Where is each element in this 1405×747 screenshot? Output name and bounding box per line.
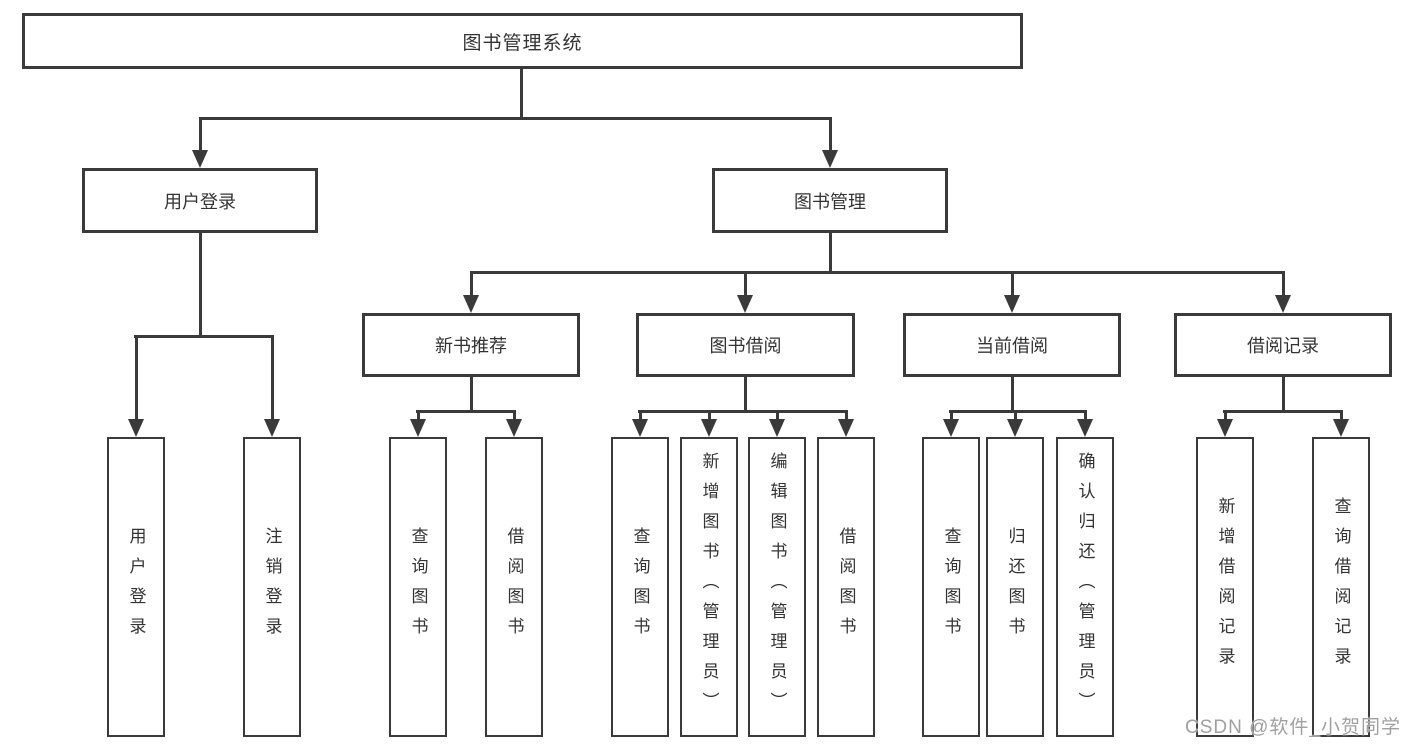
connector-drop-level3 [1282,271,1285,297]
leaf-return-books: 归还图书 [986,437,1044,737]
arrow-down-icon [1217,419,1233,437]
watermark: CSDN @软件_小贺同学 [1185,717,1401,738]
connector-book-mgmt-stem [829,233,832,274]
connector-drop-leaf [845,410,848,420]
connector-level2-branch [199,117,832,120]
arrow-down-icon [632,419,648,437]
leaf-query-books: 查询图书 [389,437,447,737]
arrow-down-icon [838,419,854,437]
connector-drop-user-login [199,117,202,151]
connector-drop-leaf [1340,410,1343,420]
leaf-query-books: 查询图书 [611,437,669,737]
connector-drop-level3 [470,271,473,297]
arrow-down-icon [737,295,753,313]
connector-drop-leaf [1084,410,1087,420]
connector-level3-branch [470,271,1285,274]
connector-drop-book-mgmt [829,117,832,151]
connector-root-stem [520,69,523,117]
connector-borrow-stem [744,377,747,413]
leaf-query-borrow-record: 查询借阅记录 [1312,437,1370,737]
connector-user-login-branch [134,335,274,338]
leaf-add-borrow-record: 新增借阅记录 [1196,437,1254,737]
arrow-down-icon [1077,419,1093,437]
leaf-edit-books-admin: 编辑图书（管理员） [748,437,806,737]
connector-drop-leaf [271,335,274,420]
connector-records-stem [1282,377,1285,413]
arrow-down-icon [506,419,522,437]
connector-current-branch [949,410,1087,413]
connector-current-stem [1011,377,1014,413]
arrow-down-icon [943,419,959,437]
connector-drop-leaf [708,410,711,420]
connector-newbook-branch [416,410,516,413]
arrow-down-icon [1004,295,1020,313]
arrow-down-icon [1333,419,1349,437]
connector-drop-leaf [135,335,138,420]
arrow-down-icon [410,419,426,437]
connector-drop-leaf [1224,410,1227,420]
connector-drop-level3 [744,271,747,297]
connector-records-branch [1223,410,1343,413]
node-book-borrowing: 图书借阅 [636,313,855,377]
connector-drop-leaf [417,410,420,420]
connector-drop-leaf [950,410,953,420]
node-root-library-system: 图书管理系统 [22,13,1023,69]
arrow-down-icon [1007,419,1023,437]
connector-drop-leaf [1014,410,1017,420]
node-current-borrowing: 当前借阅 [903,313,1121,377]
arrow-down-icon [128,419,144,437]
leaf-add-books-admin: 新增图书（管理员） [680,437,738,737]
connector-newbook-stem [470,377,473,413]
arrow-down-icon [264,419,280,437]
connector-drop-leaf [776,410,779,420]
leaf-query-books: 查询图书 [922,437,980,737]
connector-drop-level3 [1011,271,1014,297]
arrow-down-icon [192,150,208,168]
connector-drop-leaf [513,410,516,420]
arrow-down-icon [1275,295,1291,313]
arrow-down-icon [463,295,479,313]
leaf-confirm-return-admin: 确认归还（管理员） [1056,437,1114,737]
arrow-down-icon [822,150,838,168]
connector-borrow-branch [638,410,848,413]
arrow-down-icon [701,419,717,437]
connector-drop-leaf [639,410,642,420]
node-new-book-recommend: 新书推荐 [362,313,580,377]
node-user-login: 用户登录 [82,168,318,233]
connector-user-login-stem [199,233,202,335]
node-book-management: 图书管理 [712,168,948,233]
leaf-borrow-books: 借阅图书 [817,437,875,737]
arrow-down-icon [769,419,785,437]
leaf-borrow-books: 借阅图书 [485,437,543,737]
node-borrowing-records: 借阅记录 [1174,313,1392,377]
leaf-user-login: 用户登录 [107,437,165,737]
leaf-logout: 注销登录 [243,437,301,737]
